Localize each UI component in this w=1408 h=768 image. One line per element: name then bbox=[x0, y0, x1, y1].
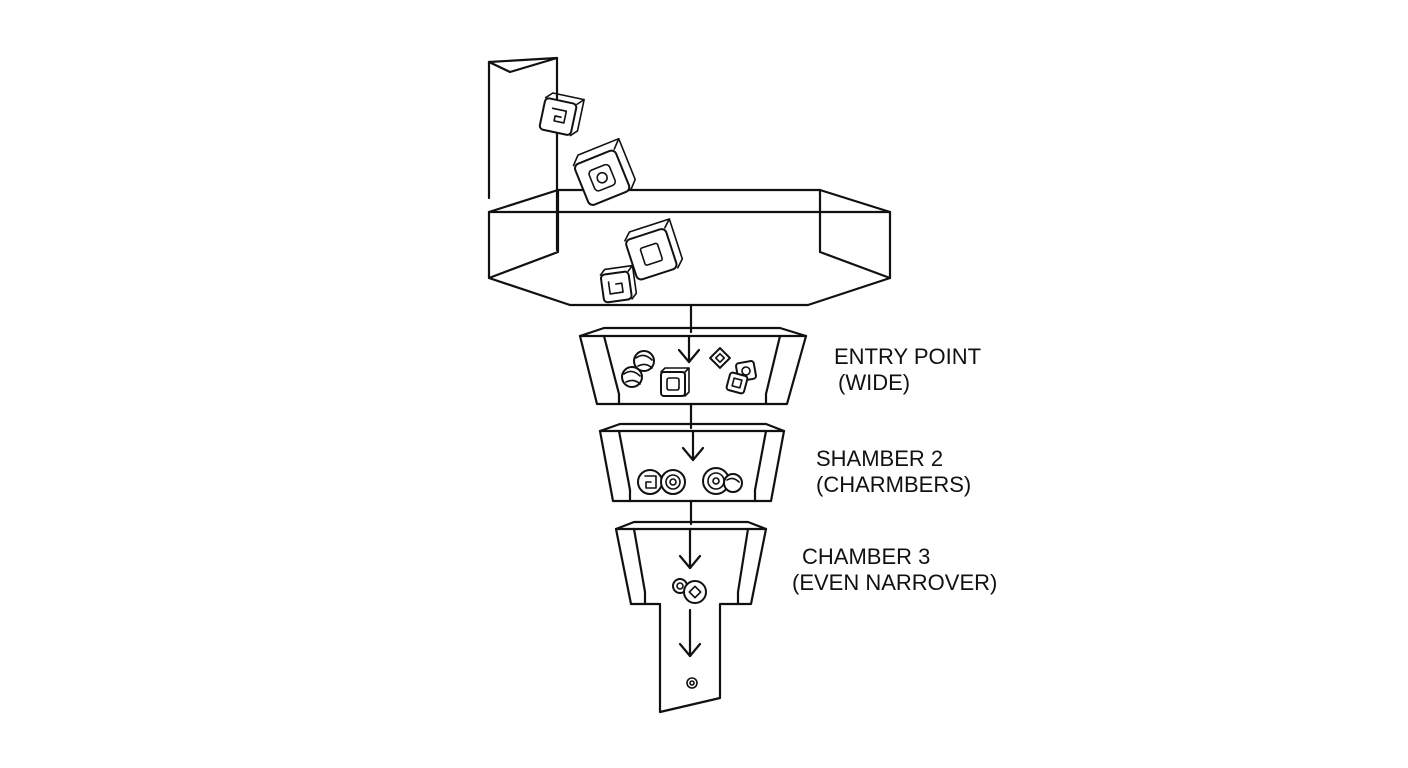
chamber-1-label-line1: ENTRY POINT bbox=[834, 344, 982, 369]
chamber-2-disc-d bbox=[723, 473, 743, 493]
chamber-2-label: SHAMBER 2 (CHARMBERS) bbox=[816, 446, 971, 498]
chamber-1-diamond bbox=[709, 347, 731, 369]
chamber-3-label: CHAMBER 3 (EVEN NARROVER) bbox=[792, 544, 997, 596]
hopper-cube-small bbox=[599, 264, 638, 304]
chamber-1-sphere-b bbox=[621, 366, 643, 388]
chamber-2-disc-a bbox=[637, 469, 663, 495]
chamber-1 bbox=[578, 326, 808, 406]
top-hopper bbox=[487, 188, 892, 307]
arrow-into-chamber-2 bbox=[681, 429, 705, 462]
chamber-2-label-line1: SHAMBER 2 bbox=[816, 446, 944, 471]
falling-cube-small bbox=[538, 92, 585, 137]
chamber-1-label-line2: (WIDE) bbox=[838, 370, 911, 395]
arrow-into-chamber-3 bbox=[678, 527, 702, 570]
chamber-2-label-line2: (CHARMBERS) bbox=[816, 472, 972, 497]
chamber-3-label-line2: (EVEN NARROVER) bbox=[792, 570, 998, 595]
chamber-2-disc-b bbox=[660, 469, 686, 495]
arrow-into-chamber-1 bbox=[677, 334, 701, 364]
arrow-into-outlet bbox=[678, 608, 702, 658]
chamber-1-label: ENTRY POINT (WIDE) bbox=[834, 344, 981, 396]
chamber-3-disc-b bbox=[683, 580, 707, 604]
hopper-cube-large bbox=[624, 218, 684, 281]
chamber-1-cube-a bbox=[660, 367, 690, 397]
chamber-1-cube-c bbox=[725, 371, 749, 395]
outlet-particle bbox=[686, 677, 698, 689]
chamber-3-label-line1: CHAMBER 3 bbox=[802, 544, 931, 569]
feed-chute bbox=[487, 56, 559, 252]
chamber-1-sphere-a bbox=[633, 350, 655, 372]
falling-cube-large bbox=[572, 137, 637, 206]
